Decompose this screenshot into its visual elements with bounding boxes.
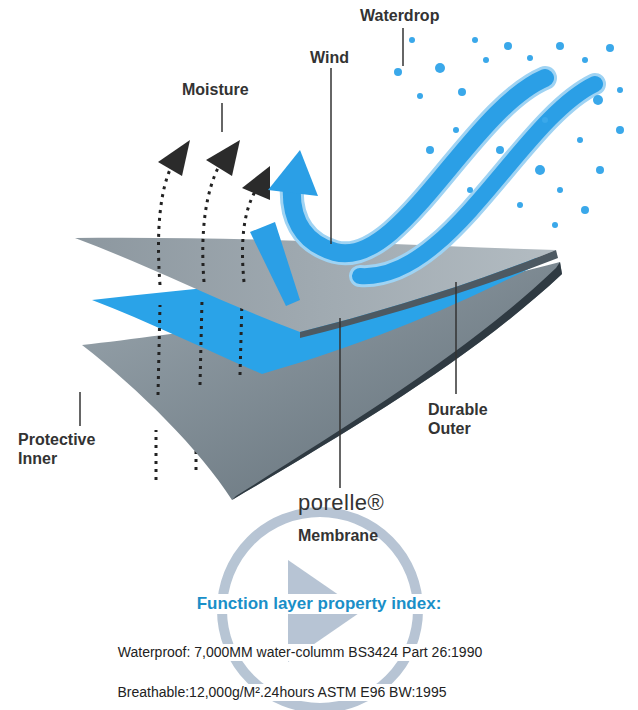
section-heading: Function layer property index: xyxy=(194,594,445,614)
layer-label: Durable Outer xyxy=(428,400,512,438)
layer-label: Membrane xyxy=(298,526,378,545)
brand-logo: porelle® xyxy=(298,490,384,516)
callout-label: Moisture xyxy=(182,80,249,99)
layer-label: Protective Inner xyxy=(18,430,114,468)
callout-label: Waterdrop xyxy=(360,6,439,25)
spec-line: Waterproof: 7,000MM water-columm BS3424 … xyxy=(115,644,485,661)
wind-arrow xyxy=(292,78,595,276)
moisture-arrows xyxy=(158,140,270,285)
leader-lines xyxy=(80,28,456,488)
waterdrops xyxy=(394,37,624,228)
wind-arrowhead xyxy=(268,150,318,196)
callout-label: Wind xyxy=(310,48,349,67)
wind-chevron xyxy=(250,222,300,306)
moisture-dots-mid xyxy=(158,300,242,395)
spec-line: Breathable:12,000g/M².24hours ASTM E96 B… xyxy=(115,684,450,701)
